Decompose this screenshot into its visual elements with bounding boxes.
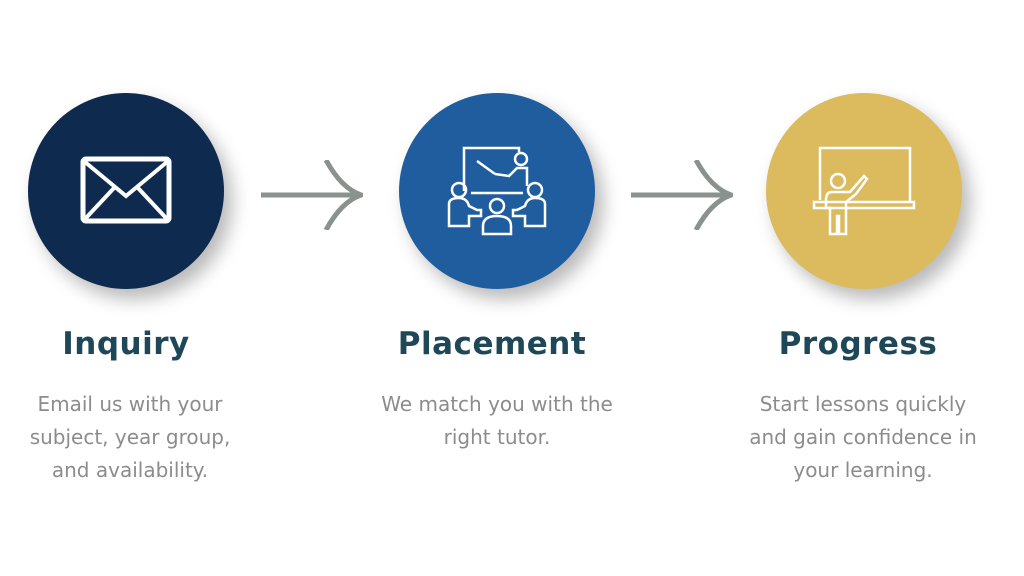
step-title: Progress (778, 326, 938, 362)
step-progress-circle (766, 93, 962, 289)
description-line: Start lessons quickly (759, 392, 967, 416)
description-line: subject, year group, (29, 425, 231, 449)
step-description: Start lessons quickly and gain confidenc… (713, 388, 1013, 487)
description-line: Email us with your (37, 392, 223, 416)
arrow-right-icon (631, 160, 733, 230)
description-line: right tutor. (443, 425, 551, 449)
description-line: and gain confidence in (749, 425, 977, 449)
step-placement-circle (399, 93, 595, 289)
teacher-whiteboard-icon (812, 146, 916, 236)
description-line: We match you with the (381, 392, 613, 416)
envelope-icon (80, 156, 172, 224)
step-description: Email us with your subject, year group, … (0, 388, 280, 487)
step-inquiry-circle (28, 93, 224, 289)
description-line: your learning. (793, 458, 933, 482)
description-line: and availability. (51, 458, 209, 482)
step-title: Placement (397, 326, 587, 362)
classroom-meeting-icon (447, 146, 547, 236)
step-description: We match you with the right tutor. (347, 388, 647, 454)
step-title: Inquiry (62, 326, 190, 362)
arrow-right-icon (261, 160, 363, 230)
